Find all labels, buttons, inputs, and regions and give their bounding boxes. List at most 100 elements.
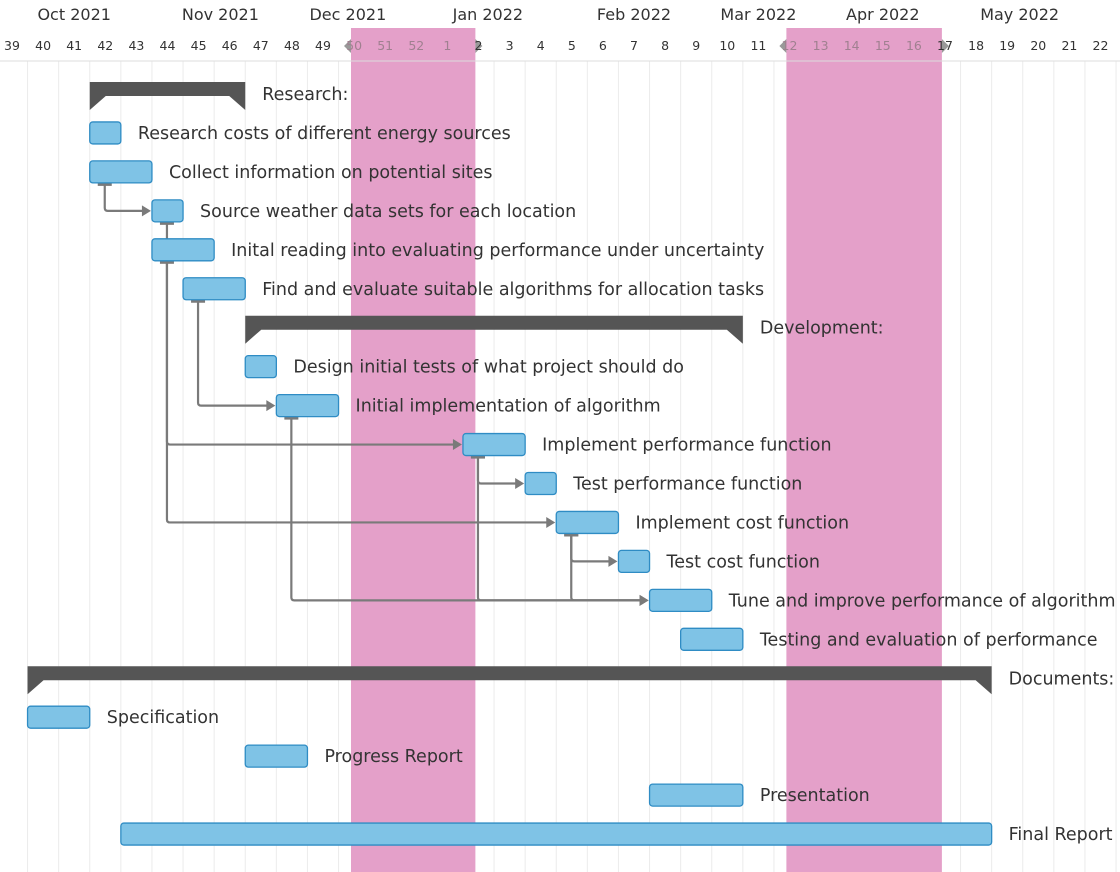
task-bar-t1[interactable] bbox=[89, 121, 122, 145]
month-label: Apr 2022 bbox=[846, 5, 919, 24]
week-label: 14 bbox=[844, 38, 860, 53]
month-label: Jan 2022 bbox=[452, 5, 523, 24]
dependency-link bbox=[476, 455, 641, 602]
summary-bar-development[interactable] bbox=[245, 315, 743, 344]
week-label: 43 bbox=[128, 38, 144, 53]
holiday-band bbox=[350, 28, 476, 872]
timeline-header: Oct 2021 Nov 2021 Dec 2021 Jan 2022 Feb 2022… bbox=[0, 5, 1120, 62]
summary-label: Development: bbox=[760, 319, 884, 339]
week-label: 15 bbox=[875, 38, 891, 53]
week-label: 44 bbox=[160, 38, 176, 53]
week-gridlines bbox=[27, 61, 1117, 872]
task-label: Source weather data sets for each locati… bbox=[200, 202, 576, 222]
week-label: 1 bbox=[443, 38, 451, 53]
month-label: Oct 2021 bbox=[37, 5, 110, 24]
task-bar-t13[interactable] bbox=[680, 627, 744, 651]
task-bar-t8[interactable] bbox=[462, 432, 526, 457]
week-label: 20 bbox=[1030, 38, 1046, 53]
week-label: 6 bbox=[599, 38, 607, 53]
task-bar-d4[interactable] bbox=[120, 822, 993, 846]
week-label: 21 bbox=[1061, 38, 1077, 53]
month-label: May 2022 bbox=[980, 5, 1059, 24]
dependency-link bbox=[103, 182, 143, 212]
month-label: Feb 2022 bbox=[597, 5, 671, 24]
holiday-start-marker bbox=[343, 39, 351, 53]
dependency-arrowhead bbox=[452, 439, 462, 451]
task-bar-t5[interactable] bbox=[182, 277, 246, 301]
month-label: Dec 2021 bbox=[309, 5, 386, 24]
task-bar-t2[interactable] bbox=[89, 160, 153, 184]
holiday-bands bbox=[343, 28, 949, 872]
dependency-anchor bbox=[97, 182, 112, 186]
week-label: 49 bbox=[315, 38, 331, 53]
week-label: 41 bbox=[66, 38, 82, 53]
task-bar-t12[interactable] bbox=[648, 588, 713, 612]
week-label: 4 bbox=[537, 38, 545, 53]
dependency-arrowhead bbox=[266, 400, 276, 412]
week-label: 47 bbox=[253, 38, 269, 53]
task-bar-t9[interactable] bbox=[524, 471, 557, 496]
summary-bar-documents[interactable] bbox=[27, 666, 992, 695]
dependency-links bbox=[97, 182, 649, 606]
month-label: Nov 2021 bbox=[182, 5, 259, 24]
week-label: 48 bbox=[284, 38, 300, 53]
task-label: Test cost function bbox=[666, 552, 820, 572]
summary-label: Documents: bbox=[1009, 669, 1115, 689]
week-label: 50 bbox=[346, 38, 362, 53]
week-label: 42 bbox=[97, 38, 113, 53]
task-bar-t6[interactable] bbox=[244, 354, 278, 379]
task-bar-t3[interactable] bbox=[151, 199, 184, 223]
task-label: Research costs of different energy sourc… bbox=[138, 124, 511, 144]
week-label: 16 bbox=[906, 38, 922, 53]
holiday-end-marker bbox=[475, 39, 483, 53]
task-label: Test performance function bbox=[572, 475, 802, 495]
task-label: Collect information on potential sites bbox=[169, 163, 493, 183]
dependency-arrowhead bbox=[141, 205, 151, 217]
dependency-anchor bbox=[470, 455, 485, 459]
task-bar-t11[interactable] bbox=[617, 549, 651, 574]
week-label: 13 bbox=[813, 38, 829, 53]
holiday-band bbox=[786, 28, 942, 872]
task-label: Specification bbox=[107, 708, 219, 728]
holiday-start-marker bbox=[779, 39, 787, 53]
dependency-anchor bbox=[159, 221, 174, 225]
week-label: 9 bbox=[692, 38, 700, 53]
week-label: 19 bbox=[999, 38, 1015, 53]
task-bar-t7[interactable] bbox=[275, 393, 340, 418]
month-label: Mar 2022 bbox=[720, 5, 796, 24]
dependency-anchor bbox=[564, 533, 579, 537]
week-label: 39 bbox=[4, 38, 20, 53]
task-bar-d2[interactable] bbox=[244, 744, 309, 768]
week-label: 52 bbox=[408, 38, 424, 53]
week-label: 11 bbox=[750, 38, 766, 53]
task-rows: Research: Research costs of different ene… bbox=[26, 82, 1116, 846]
dependency-link bbox=[570, 533, 641, 602]
task-label: Find and evaluate suitable algorithms fo… bbox=[262, 280, 764, 300]
week-label: 8 bbox=[661, 38, 669, 53]
dependency-arrowhead bbox=[546, 516, 556, 528]
summary-bar-research[interactable] bbox=[89, 82, 246, 110]
week-label: 46 bbox=[222, 38, 238, 53]
week-label: 40 bbox=[35, 38, 51, 53]
week-label: 5 bbox=[568, 38, 576, 53]
week-label: 18 bbox=[968, 38, 984, 53]
dependency-link bbox=[290, 416, 641, 602]
task-label: Progress Report bbox=[324, 747, 462, 767]
week-label: 45 bbox=[191, 38, 207, 53]
task-bar-t10[interactable] bbox=[555, 510, 620, 535]
summary-label: Research: bbox=[262, 85, 348, 105]
task-label: Inital reading into evaluating performan… bbox=[231, 241, 764, 261]
week-label: 22 bbox=[1093, 38, 1109, 53]
dependency-anchor bbox=[284, 416, 299, 420]
task-bar-d1[interactable] bbox=[26, 705, 91, 729]
dependency-anchor bbox=[191, 299, 206, 303]
task-bar-t4[interactable] bbox=[151, 238, 215, 262]
task-label: Final Report bbox=[1009, 825, 1113, 845]
week-label: 17 bbox=[937, 38, 953, 53]
task-bar-d3[interactable] bbox=[648, 783, 744, 807]
dependency-arrowhead bbox=[639, 594, 649, 606]
holiday-end-marker bbox=[941, 39, 949, 53]
task-label: Implement performance function bbox=[542, 436, 831, 456]
week-label: 12 bbox=[782, 38, 798, 53]
dependency-link bbox=[165, 260, 548, 524]
